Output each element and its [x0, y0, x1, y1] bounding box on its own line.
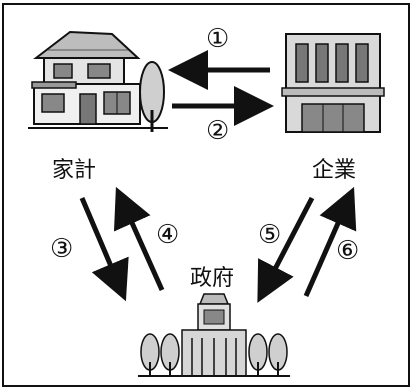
flow-number-6: ⑥ [336, 236, 360, 266]
flow-number-4: ④ [156, 220, 180, 250]
firm-label: 企業 [312, 158, 357, 183]
government-label: 政府 [190, 266, 235, 291]
office-building-icon [281, 33, 385, 133]
flow-number-2: ② [206, 116, 230, 146]
flow-number-5: ⑤ [258, 220, 282, 250]
arrow-4 [113, 186, 165, 292]
diagram-frame [2, 3, 410, 387]
arrow-5 [257, 196, 315, 303]
flow-number-1: ① [206, 24, 230, 54]
arrow-6 [303, 186, 357, 298]
arrow-3 [79, 197, 129, 302]
flow-number-3: ③ [50, 234, 74, 264]
house-icon [28, 30, 168, 132]
household-label: 家計 [52, 158, 97, 183]
government-building-icon [138, 293, 290, 377]
